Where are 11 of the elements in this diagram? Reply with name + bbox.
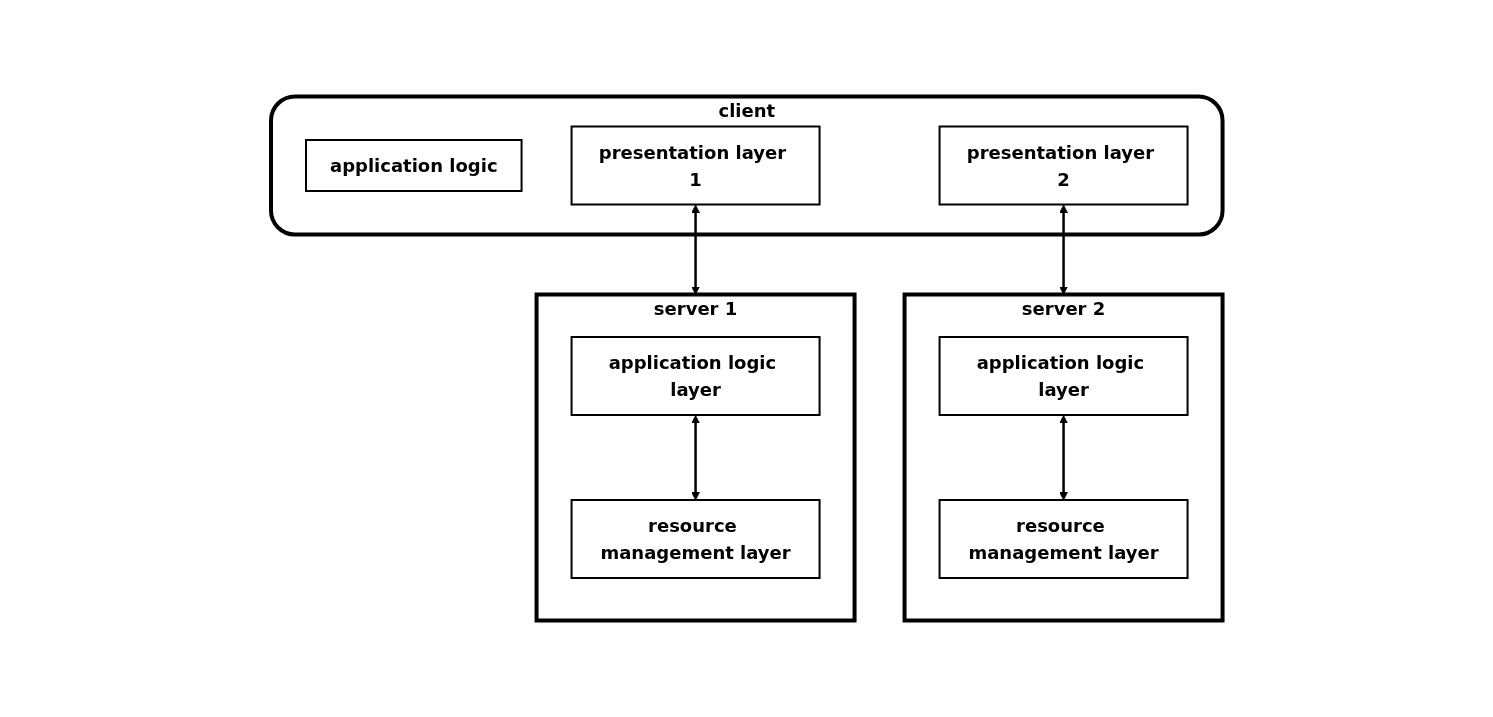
arrow: [690, 204, 700, 295]
node-box: resource management layer: [570, 499, 821, 579]
node-box: application logic layer: [570, 336, 821, 416]
node-box: application logic: [304, 139, 523, 192]
node-box: presentation layer 1: [570, 125, 821, 206]
node-box: application logic layer: [938, 336, 1189, 416]
arrow: [690, 415, 700, 501]
arrow: [1058, 204, 1068, 295]
node-box: presentation layer 2: [938, 125, 1189, 206]
arrow: [1058, 415, 1068, 501]
node-box: resource management layer: [938, 499, 1189, 579]
